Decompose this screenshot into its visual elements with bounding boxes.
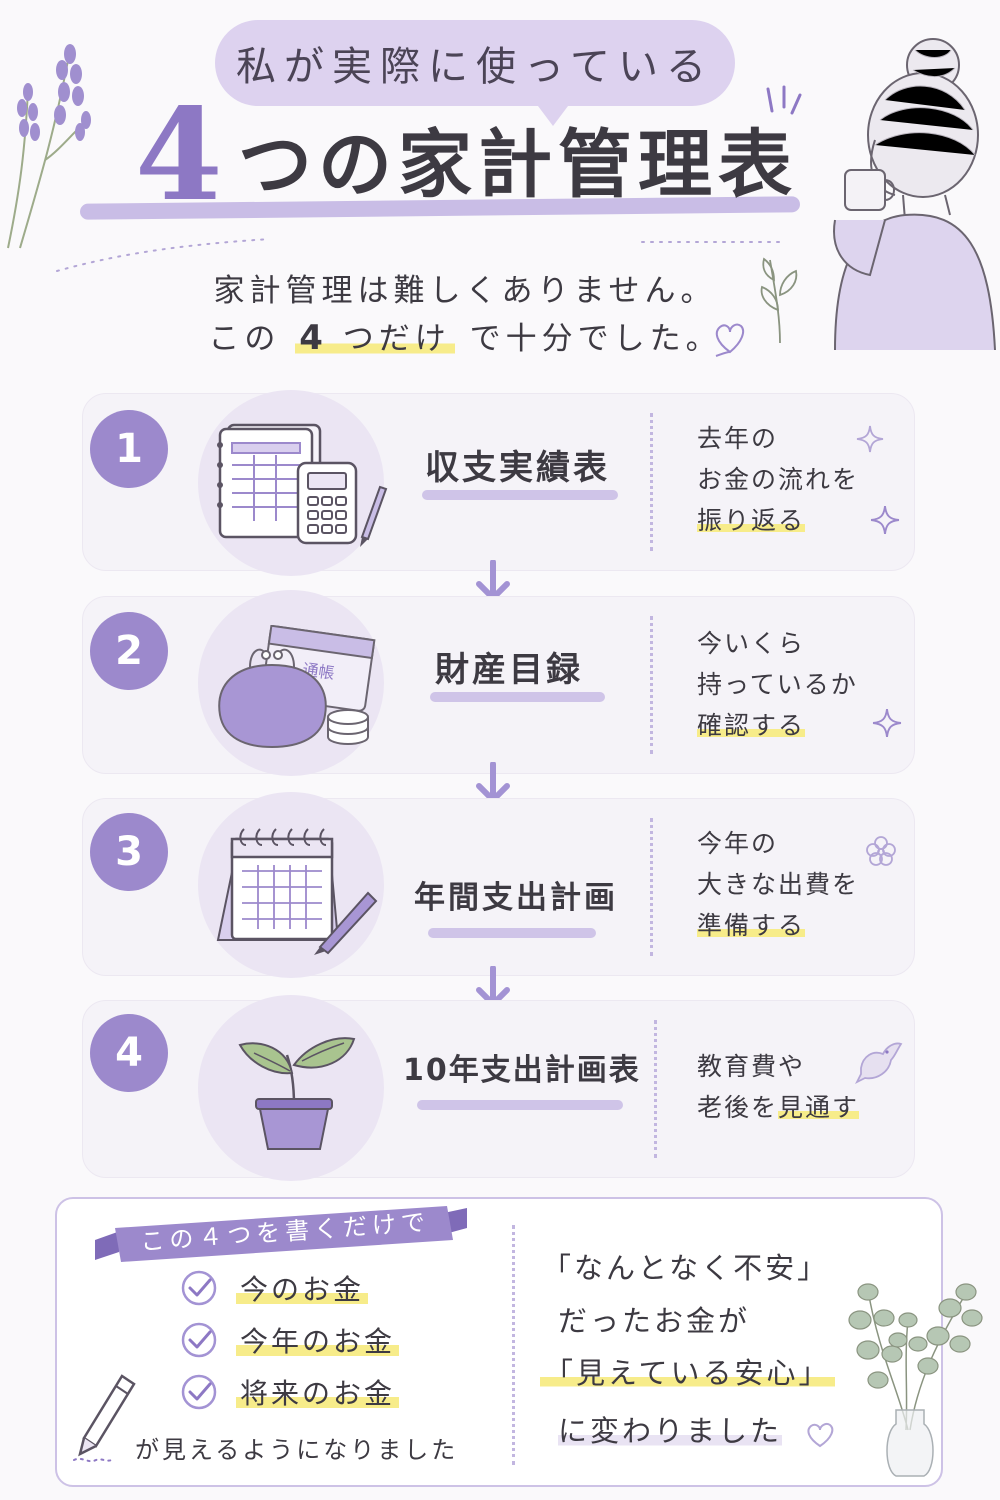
sparkle-icon xyxy=(872,708,902,738)
step-divider-4 xyxy=(654,1020,657,1158)
leaf-sprig-illustration xyxy=(760,257,798,344)
summary-right-line-4: に変わりました xyxy=(558,1408,783,1450)
check-circle-icon xyxy=(181,1374,217,1410)
step-desc-1-highlight: 振り返る xyxy=(697,506,806,535)
lavender-sprig-illustration xyxy=(7,44,91,249)
intro-line-1: 家計管理は難しくありません。 xyxy=(213,273,717,309)
step-title-3: 年間支出計画 xyxy=(414,880,618,916)
intro-line-2-post: で十分でした。 xyxy=(469,321,722,357)
summary-right-line-3: 「見えている安心」 xyxy=(540,1350,835,1392)
step-divider-3 xyxy=(650,818,653,956)
summary-check-label-3: 将来のお金 xyxy=(236,1372,400,1412)
step-desc-3-highlight: 準備する xyxy=(697,911,806,940)
heart-icon xyxy=(807,1422,834,1448)
step-description-2: 今いくら 持っているか 確認する xyxy=(697,623,858,746)
step-title-2: 財産目録 xyxy=(435,650,583,690)
summary-right-line-4-text: に変わりました xyxy=(558,1414,783,1448)
check-circle-icon xyxy=(181,1322,217,1358)
step-description-3: 今年の 大きな出費を 準備する xyxy=(697,823,859,946)
eucalyptus-vase-illustration xyxy=(848,1283,983,1477)
intro-line-2-highlight: 4 つだけ xyxy=(295,318,455,358)
sprout-plant-icon xyxy=(238,1037,356,1150)
heart-icon xyxy=(715,323,745,357)
step-description-1: 去年の お金の流れを 振り返る xyxy=(697,418,859,541)
step-desc-3-line-1: 今年の xyxy=(697,829,779,858)
step-desc-4-pre: 老後を xyxy=(697,1093,779,1122)
step-title-underline-4 xyxy=(417,1100,623,1110)
step-title-1: 収支実績表 xyxy=(425,448,610,488)
summary-check-item-1: 今のお金 xyxy=(180,1268,369,1308)
summary-right-line-2: だったお金が xyxy=(558,1304,751,1338)
summary-check-label-1: 今のお金 xyxy=(236,1268,369,1308)
summary-right-line-1: 「なんとなく不安」 xyxy=(542,1251,830,1285)
step-title-4: 10年支出計画表 xyxy=(403,1053,641,1088)
intro-line-2: この 4 つだけ で十分でした。 xyxy=(0,313,930,358)
ledger-calculator-icon xyxy=(217,423,388,547)
subtitle-speech-bubble: 私が実際に使っている xyxy=(215,20,735,126)
step-desc-2-highlight: 確認する xyxy=(697,711,806,740)
sparkle-icon xyxy=(870,505,900,535)
bird-icon xyxy=(855,1042,903,1084)
summary-check-item-3: 将来のお金 xyxy=(180,1372,400,1412)
page-title: つの家計管理表 xyxy=(238,122,798,208)
subtitle-text: 私が実際に使っている xyxy=(236,44,714,90)
dotted-curve-decoration xyxy=(56,238,271,272)
step-number-badge-2: 2 xyxy=(90,612,168,690)
summary-check-item-2: 今年のお金 xyxy=(180,1320,400,1360)
step-divider-1 xyxy=(650,413,653,551)
title-number: 4 xyxy=(135,81,223,229)
calendar-pen-icon xyxy=(216,828,378,955)
step-description-4: 教育費や 老後を見通す xyxy=(697,1046,860,1128)
step-desc-1-line-2: お金の流れを xyxy=(697,465,860,494)
step-title-underline-3 xyxy=(428,928,596,938)
step-desc-3-line-2: 大きな出費を xyxy=(697,870,860,899)
step-number-badge-1: 1 xyxy=(90,410,168,488)
step-desc-4-line-1: 教育費や xyxy=(697,1052,806,1081)
step-desc-4-highlight: 見通す xyxy=(778,1093,860,1122)
step-title-underline-1 xyxy=(422,490,618,500)
intro-line-2-number: 4 xyxy=(299,318,328,358)
step-desc-1-line-1: 去年の xyxy=(697,424,779,453)
dotted-line-decoration xyxy=(641,241,787,243)
step-divider-2 xyxy=(650,616,653,754)
step-desc-2-line-2: 持っているか xyxy=(697,670,858,699)
sparkle-lines-icon xyxy=(766,85,802,115)
step-number-badge-4: 4 xyxy=(90,1014,168,1092)
intro-line-2-highlight-text: つだけ xyxy=(342,321,451,357)
summary-ribbon xyxy=(95,1206,467,1262)
step-number-badge-3: 3 xyxy=(90,813,168,891)
flower-icon xyxy=(866,836,896,866)
woman-with-mug-illustration xyxy=(833,38,996,351)
summary-cta-text: が見えるようになりました xyxy=(135,1436,459,1464)
step-title-underline-2 xyxy=(430,692,605,702)
sparkle-icon xyxy=(856,425,884,453)
step-desc-2-line-1: 今いくら xyxy=(697,629,806,658)
check-circle-icon xyxy=(181,1270,217,1306)
summary-right-highlight: 「見えている安心」 xyxy=(540,1356,835,1390)
purse-bankbook-coins-icon: 通帳 xyxy=(218,625,376,749)
summary-check-label-2: 今年のお金 xyxy=(236,1320,400,1360)
summary-divider xyxy=(512,1225,515,1465)
intro-line-2-pre: この xyxy=(208,321,281,357)
pencil-icon xyxy=(73,1374,136,1463)
